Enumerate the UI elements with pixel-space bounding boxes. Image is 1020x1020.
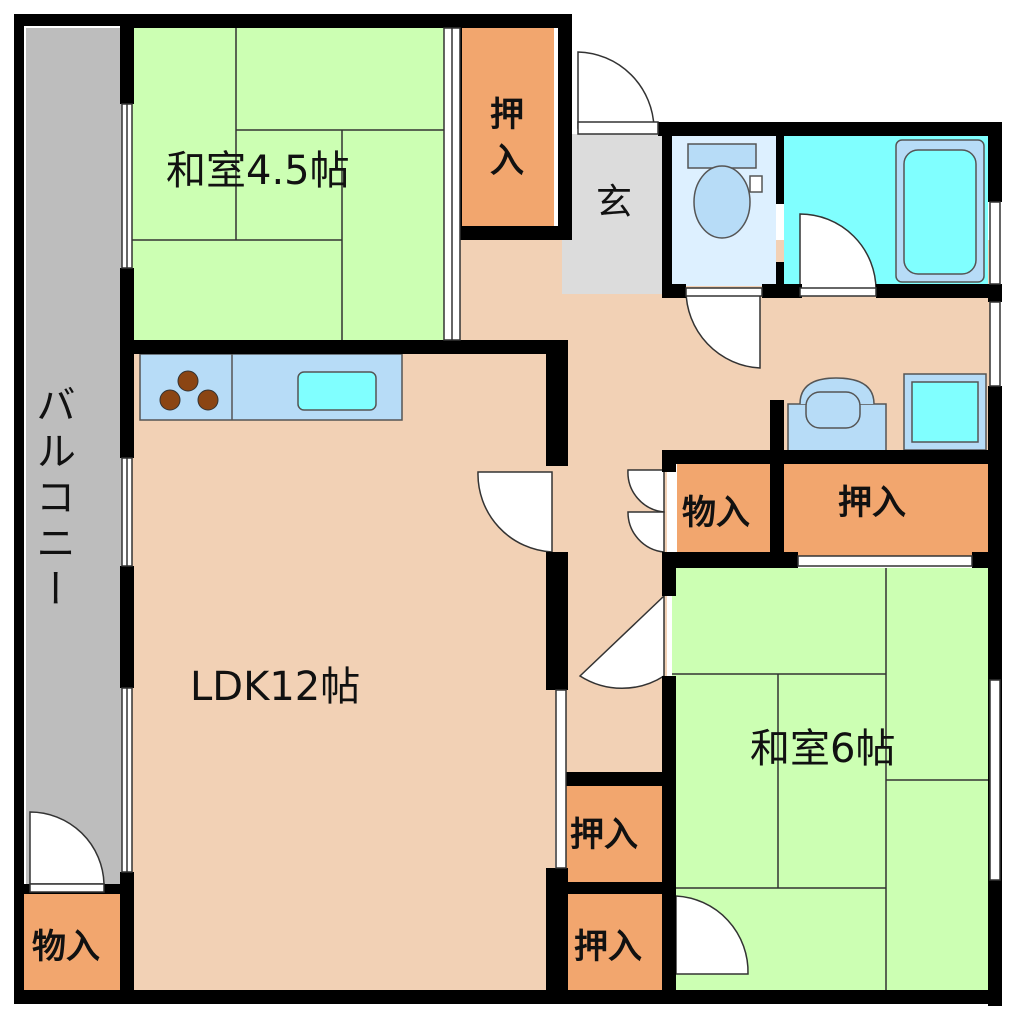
entrance-door (577, 51, 655, 129)
monoire-mid-floor (677, 462, 773, 558)
monoire-mid-label: 物入 (682, 493, 750, 533)
bath-door (799, 213, 877, 291)
washing-machine-icon (903, 373, 987, 451)
tatami-lines-45 (130, 24, 448, 346)
closet-top-label-1: 押 (490, 95, 524, 135)
toilet-icon (687, 143, 763, 239)
closet-lower-2-label: 押入 (574, 927, 642, 967)
monoire-door-lower (627, 511, 665, 553)
ldk-floor (130, 350, 555, 990)
room-label-washitsu-6: 和室6帖 (750, 726, 895, 772)
ldk-door (477, 471, 553, 553)
balcony-label: バルコニー (29, 384, 75, 614)
bathtub-icon (895, 139, 985, 283)
closet-lower-1-floor (566, 786, 662, 882)
toilet-door (685, 289, 761, 369)
sink-icon (297, 371, 377, 411)
washitsu-6-door-lower (675, 895, 749, 975)
room-label-genkan: 玄 (596, 182, 632, 223)
monoire-balcony-floor (24, 892, 122, 992)
closet-right-floor (784, 462, 988, 558)
door-swings (29, 51, 877, 975)
genkan-floor (562, 134, 662, 294)
stove-burner (197, 389, 219, 411)
monoire-balcony-label: 物入 (32, 927, 100, 967)
windows (29, 27, 1001, 893)
closet-lower-1-label: 押入 (570, 815, 638, 855)
stove-burner (159, 389, 181, 411)
washitsu-45-floor (130, 24, 448, 346)
stove-burner (177, 370, 199, 392)
tatami-lines-6 (672, 568, 992, 992)
room-label-ldk: LDK12帖 (190, 664, 360, 710)
closet-top-label-2: 入 (490, 141, 524, 181)
closet-right-label: 押入 (838, 483, 906, 523)
room-label-washitsu-45: 和室4.5帖 (166, 148, 350, 194)
washitsu-6-door (578, 594, 665, 689)
balcony-floor (26, 28, 122, 888)
balcony-door (29, 811, 105, 885)
kitchen-counter (139, 353, 403, 421)
closet-top-floor (462, 28, 554, 234)
closet-lower-2-floor (566, 894, 662, 992)
